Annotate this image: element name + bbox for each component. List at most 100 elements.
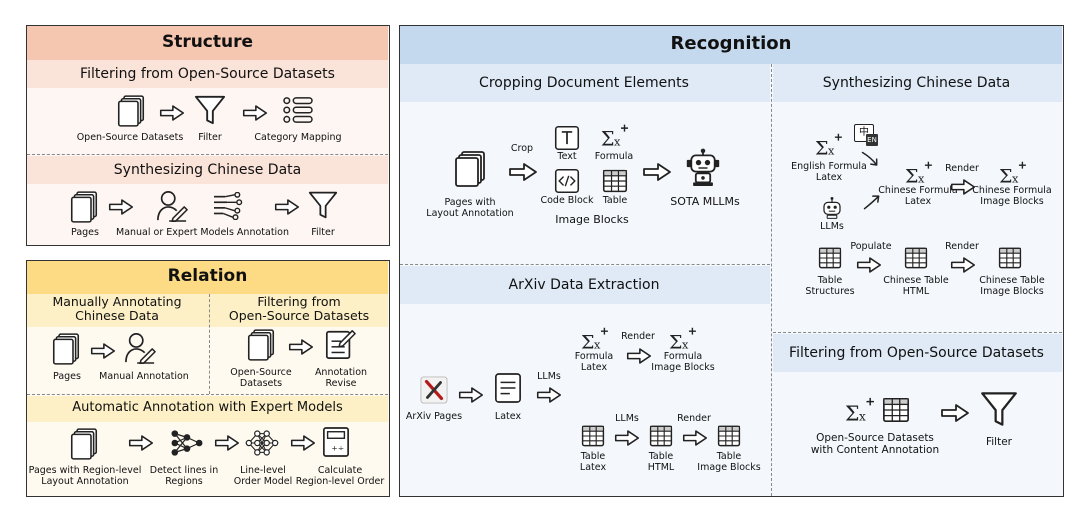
relation-panel: Relation Automatic Annotation with Exper… [26,260,390,497]
structure-panel: Structure Filtering from Open-Source Dat… [26,25,390,246]
relation-sub3-bg [27,396,388,422]
label-render-synth: Render [945,163,979,174]
arrow-icon [536,386,562,404]
arrow-icon [242,104,268,122]
code-block-icon [554,168,580,194]
label-detect-lines: Detect lines in Regions [149,465,219,487]
arrow-icon [856,256,882,274]
formula-icon [998,160,1026,186]
label-category-mapping: Category Mapping [254,132,342,143]
label-llms: LLMs [537,371,561,382]
table-icon [882,396,910,424]
synth-header-bg [773,64,1062,102]
arrow-icon [128,434,154,452]
arxiv-header-bg [400,266,770,304]
filter-header-bg [773,334,1062,372]
relation-vertical-divider [209,294,210,394]
table-icon [904,246,928,270]
label-english-formula-latex: English Formula Latex [791,161,867,183]
filter-icon [308,190,338,220]
label-latex: Latex [494,411,522,422]
pages-icon [454,150,486,188]
calculator-icon [322,426,350,458]
chinese-char: 中 [859,127,869,138]
label-table: Table [602,195,628,206]
label-chinese-formula-blocks: Chinese Formula Image Blocks [972,185,1052,207]
filter-icon [194,94,226,126]
label-filter: Filter [198,132,222,143]
table-icon [998,246,1022,270]
arrow-icon [288,338,314,356]
relation-sub1-title: Manually Annotating Chinese Data [52,294,182,324]
category-mapping-icon [282,96,314,124]
robot-icon [685,148,721,188]
arrow-icon [940,403,970,423]
pages-icon [117,95,145,127]
label-arxiv-pages: ArXiv Pages [405,411,463,422]
label-chinese-table-blocks: Chinese Table Image Blocks [979,275,1045,297]
arrow-icon [458,386,484,404]
arrow-icon [108,198,134,216]
label-table-latex: Table Latex [579,451,607,473]
filter-title: Filtering from Open-Source Datasets [789,345,1044,361]
neural-network-icon [244,428,280,458]
arrow-icon [614,429,640,447]
arrow-icon [214,434,240,452]
formula-icon [814,132,842,158]
label-manual-annotation: Manual Annotation [99,371,189,382]
bot-icon [820,196,844,220]
label-filter: Filter [311,227,335,238]
table-icon [580,424,606,448]
label-pages-region-level: Pages with Region-level Layout Annotatio… [28,465,142,487]
label-open-source-datasets: Open-Source Datasets [76,132,184,143]
label-pages: Pages [53,371,81,382]
crop-header-bg [400,64,770,102]
text-icon [554,125,580,151]
arrow-icon [290,434,316,452]
annotation-revise-icon [324,328,356,360]
person-edit-icon [124,332,156,364]
label-sota-mllms: SOTA MLLMs [670,195,740,208]
arrow-icon [90,342,116,360]
label-line-level-order: Line-level Order Model [233,465,293,487]
structure-sub2-bg [27,156,388,184]
synth-filter-divider [773,332,1062,333]
structure-sub1-bg [27,60,388,88]
recognition-title: Recognition [670,33,792,54]
label-crop: Crop [510,143,534,154]
label-pages: Pages [71,227,99,238]
crop-title: Cropping Document Elements [479,75,689,91]
pages-icon [52,333,80,365]
structure-sub1-title: Filtering from Open-Source Datasets [80,66,335,82]
label-open-source-content: Open-Source Datasets with Content Annota… [810,432,940,457]
formula-icon [904,160,932,186]
label-render: Render [621,331,655,342]
arrow-icon [950,256,976,274]
arrow-icon [274,198,300,216]
pages-icon [247,329,275,361]
label-render-2: Render [677,413,711,424]
arxiv-logo-icon [420,376,448,404]
label-image-blocks: Image Blocks [555,213,629,226]
relation-sub2-title: Filtering from Open-Source Datasets [228,294,370,324]
label-code-block: Code Block [540,195,594,206]
structure-divider [27,154,388,155]
relation-sub-bg [27,294,388,327]
label-annotation-revise: Annotation Revise [314,367,368,389]
arrow-icon [642,162,672,182]
relation-title: Relation [167,266,248,286]
relation-sub3-title: Automatic Annotation with Expert Models [72,400,343,415]
expert-model-icon [212,192,244,220]
recognition-vertical-divider [771,64,772,496]
formula-icon [600,122,628,150]
recognition-panel: Recognition [399,25,1064,497]
formula-icon [580,326,608,352]
structure-title: Structure [161,32,254,52]
label-llms-2: LLMs [615,413,639,424]
pages-icon [70,428,98,460]
synth-title: Synthesizing Chinese Data [822,75,1011,91]
arrow-icon [159,104,185,122]
recognition-header [400,26,1062,64]
relation-header [27,261,388,294]
relation-divider [27,394,388,395]
